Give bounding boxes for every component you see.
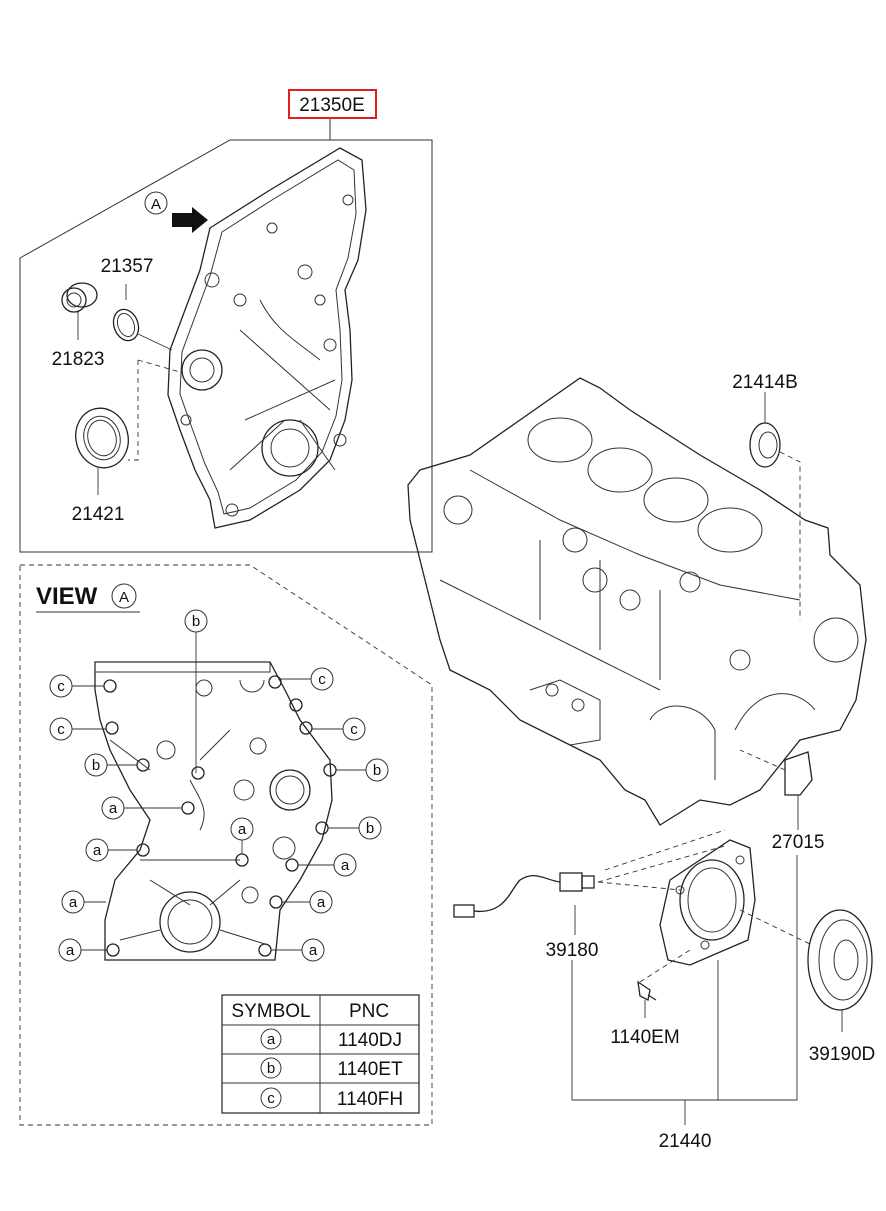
svg-text:a: a: [309, 942, 318, 959]
svg-text:VIEW: VIEW: [36, 583, 98, 610]
callout-21414B[interactable]: 21414B: [732, 372, 798, 393]
table-symbol-b: b: [267, 1060, 275, 1077]
callout-21350E[interactable]: 21350E: [288, 89, 377, 119]
svg-text:A: A: [151, 196, 161, 213]
svg-text:a: a: [341, 857, 350, 874]
table-header-pnc: PNC: [349, 1001, 389, 1022]
part-21357-ring: [112, 284, 173, 351]
callout-21421[interactable]: 21421: [72, 504, 125, 525]
table-pnc-a: 1140DJ: [338, 1030, 402, 1051]
callout-27015[interactable]: 27015: [772, 832, 825, 853]
table-symbol-a: a: [267, 1031, 276, 1048]
svg-text:b: b: [373, 762, 381, 779]
part-21823-plug: [61, 282, 98, 340]
svg-text:b: b: [92, 757, 100, 774]
view-a-frame: [19, 564, 433, 1126]
callout-21440-bracket: [571, 829, 798, 1125]
part-1140EM-bolt: [637, 949, 691, 1018]
svg-text:a: a: [317, 894, 326, 911]
callout-39180[interactable]: 39180: [546, 940, 599, 961]
svg-text:c: c: [318, 671, 326, 688]
part-rear-seal-housing: [659, 839, 756, 966]
part-21414B: [749, 392, 801, 620]
table-symbol-c: c: [267, 1090, 275, 1107]
symbol-pnc-table: SYMBOL PNC a 1140DJ b 1140ET c 1140FH: [221, 994, 420, 1114]
view-a-bolts: [103, 675, 337, 957]
cover-assembly-frame: [19, 118, 433, 553]
svg-text:a: a: [66, 942, 75, 959]
part-39180-sensor: [453, 844, 729, 935]
svg-text:a: a: [69, 894, 78, 911]
svg-text:c: c: [350, 721, 358, 738]
svg-text:c: c: [57, 678, 65, 695]
table-header-symbol: SYMBOL: [231, 1001, 310, 1022]
svg-text:A: A: [119, 589, 129, 606]
table-pnc-b: 1140ET: [337, 1059, 403, 1080]
callout-1140EM[interactable]: 1140EM: [610, 1027, 679, 1048]
svg-text:c: c: [57, 721, 65, 738]
view-a-symbol-callouts: b c c c c b b b a a a a a a a a: [49, 609, 389, 962]
view-a-cover: [94, 661, 333, 961]
svg-text:21350E: 21350E: [299, 95, 365, 116]
svg-text:b: b: [366, 820, 374, 837]
callout-39190D[interactable]: 39190D: [809, 1044, 876, 1065]
callout-21823[interactable]: 21823: [52, 349, 105, 370]
view-a-heading: VIEW A: [36, 583, 140, 613]
svg-text:a: a: [93, 842, 102, 859]
timing-cover-part: [167, 147, 367, 529]
part-21421-oil-seal: [75, 359, 181, 495]
cylinder-block: [407, 377, 867, 826]
callout-21440[interactable]: 21440: [659, 1131, 712, 1152]
svg-text:a: a: [109, 800, 118, 817]
view-a-arrow: A: [144, 191, 208, 233]
part-39190D-target-wheel: [739, 909, 873, 1032]
svg-text:b: b: [192, 613, 200, 630]
callout-21357[interactable]: 21357: [101, 256, 154, 277]
table-pnc-c: 1140FH: [337, 1089, 403, 1110]
svg-text:a: a: [238, 821, 247, 838]
part-27015: [739, 749, 813, 830]
